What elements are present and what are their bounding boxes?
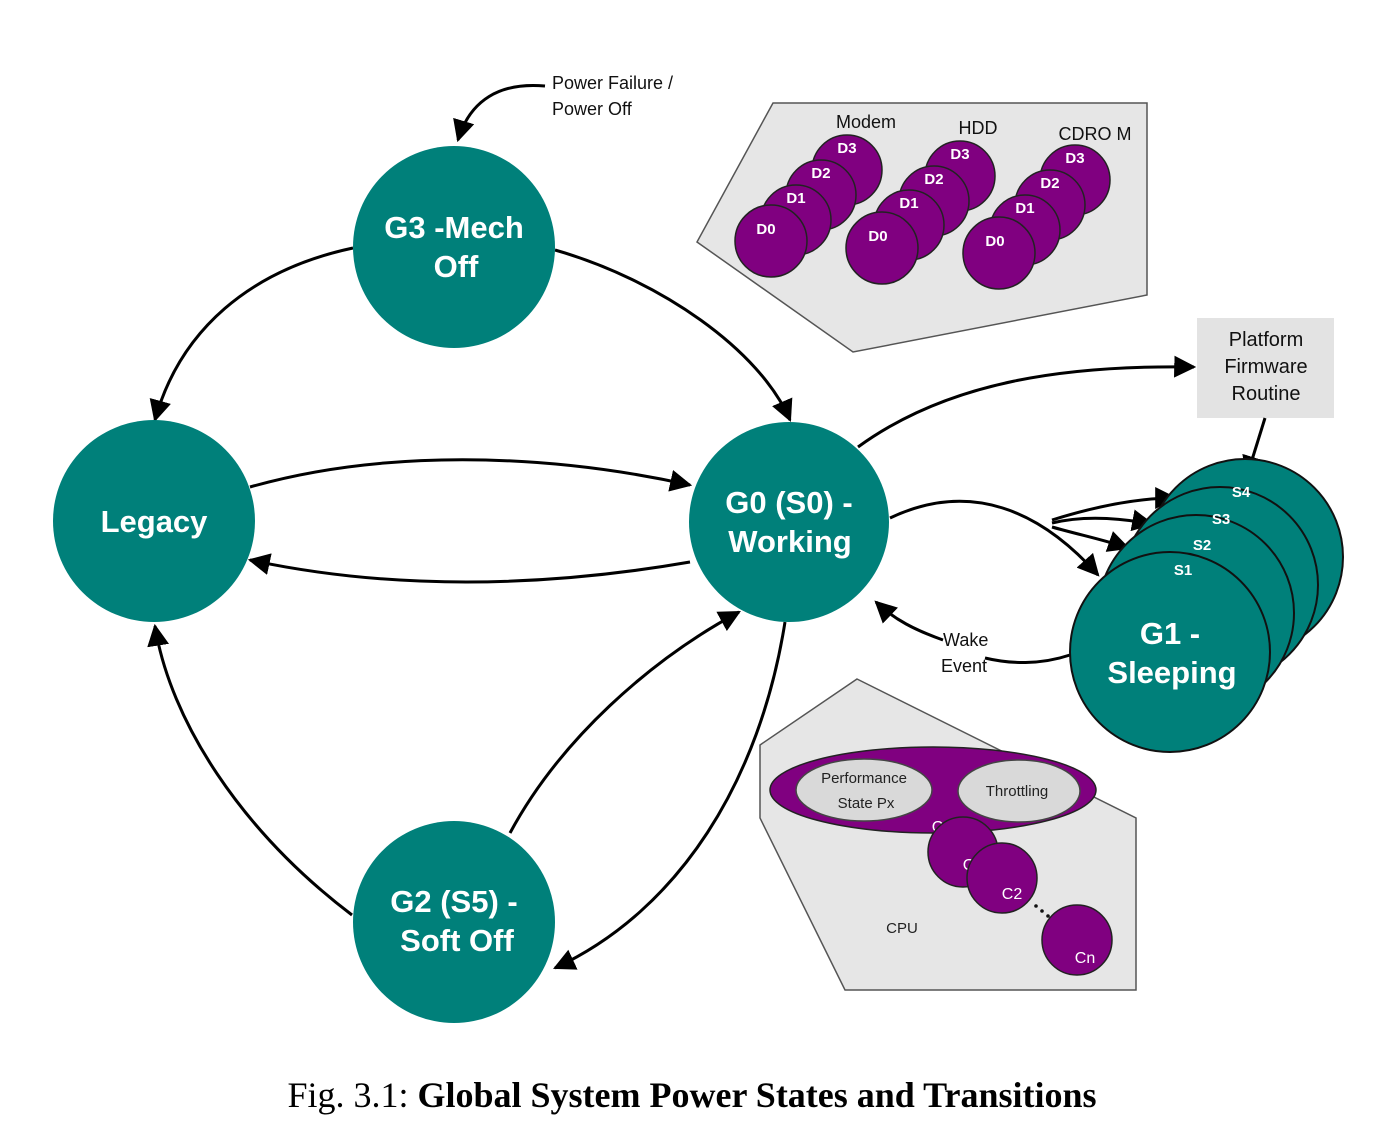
arrow-wake-event-line	[984, 653, 1071, 664]
power-failure-line1: Power Failure /	[552, 73, 673, 93]
firmware-line3: Routine	[1232, 383, 1301, 405]
arrow-g2-to-g0	[508, 610, 741, 834]
hdd-device-states: D3 D2 D1 D0	[845, 140, 996, 285]
modem-device-states: D3 D2 D1 D0	[734, 134, 883, 278]
caption-prefix: Fig. 3.1:	[287, 1075, 418, 1115]
arrow-wake-event-to-g0	[874, 600, 944, 642]
g3-circle	[353, 146, 555, 348]
power-failure-line2: Power Off	[552, 99, 633, 119]
ellipsis-dot	[1040, 909, 1044, 913]
legacy-state: Legacy	[53, 420, 255, 622]
cdrom-device-states: D3 D2 D1 D0	[962, 144, 1111, 290]
cdrom-d3: D3	[1065, 150, 1084, 167]
throttling-label: Throttling	[986, 783, 1049, 800]
wake-event-line1: Wake	[943, 630, 988, 650]
firmware-line2: Firmware	[1224, 356, 1307, 378]
g2-circle	[353, 821, 555, 1023]
hdd-d1: D1	[899, 195, 918, 212]
arrow-g3-to-legacy	[149, 246, 354, 423]
arrow-to-s2	[1051, 525, 1131, 552]
cdrom-label: CDRO M	[1059, 124, 1132, 144]
modem-d3: D3	[837, 140, 856, 157]
g3-label-line2: Off	[434, 249, 479, 284]
g2-soft-off-state: G2 (S5) - Soft Off	[353, 821, 555, 1023]
g2-label-line1: G2 (S5) -	[390, 884, 517, 919]
hdd-d3: D3	[950, 146, 969, 163]
ellipsis-dot	[1034, 904, 1038, 908]
g1-sleeping-stack: S4 S3 S2 S1 G1 - Sleeping	[1069, 458, 1344, 753]
s2-label: S2	[1193, 537, 1211, 554]
g0-label-line1: G0 (S0) -	[725, 485, 852, 520]
g1-label-line1: G1 -	[1140, 616, 1200, 651]
c2-circle	[966, 842, 1038, 914]
throttling-ellipse	[957, 759, 1081, 823]
g3-label-line1: G3 -Mech	[384, 210, 524, 245]
s1-label: S1	[1174, 562, 1192, 579]
transition-arrows	[147, 83, 1267, 970]
modem-d0: D0	[756, 221, 775, 238]
g3-mech-off-state: G3 -Mech Off	[353, 146, 555, 348]
firmware-line1: Platform	[1229, 329, 1303, 351]
s3-label: S3	[1212, 511, 1230, 528]
performance-state-ellipse	[795, 758, 933, 822]
cn-label: Cn	[1075, 950, 1095, 967]
arrow-legacy-to-g0	[249, 458, 693, 492]
g0-circle	[689, 422, 889, 622]
cdrom-d0: D0	[985, 233, 1004, 250]
hdd-d2: D2	[924, 171, 943, 188]
c2-label: C2	[1002, 886, 1023, 903]
arrow-g2-to-legacy	[147, 623, 353, 917]
cn-circle	[1041, 904, 1113, 976]
modem-label: Modem	[836, 112, 896, 132]
arrow-g3-to-g0	[554, 248, 793, 423]
cdrom-d2: D2	[1040, 175, 1059, 192]
arrow-g0-to-g2	[553, 621, 787, 970]
performance-state-line1: Performance	[821, 770, 907, 787]
device-states-panel: Modem HDD CDRO M D3 D2 D1 D0 D3 D2 D1 D0	[696, 102, 1148, 353]
wake-event-line2: Event	[941, 656, 987, 676]
hdd-d0: D0	[868, 228, 887, 245]
g0-label-line2: Working	[728, 524, 851, 559]
g1-label-line2: Sleeping	[1107, 655, 1236, 690]
arrow-to-s4	[1051, 487, 1178, 522]
cdrom-d1: D1	[1015, 200, 1034, 217]
g2-label-line2: Soft Off	[400, 923, 514, 958]
legacy-circle	[53, 420, 255, 622]
s4-label: S4	[1232, 484, 1251, 501]
platform-firmware-routine: Platform Firmware Routine	[1197, 318, 1334, 418]
caption-title: Global System Power States and Transitio…	[417, 1075, 1097, 1115]
power-states-diagram: Modem HDD CDRO M D3 D2 D1 D0 D3 D2 D1 D0	[53, 73, 1344, 1023]
cpu-states-panel: Performance State Px Throttling C0 C1 C2…	[759, 678, 1137, 991]
performance-state-line2: State Px	[838, 795, 895, 812]
figure-caption: Fig. 3.1: Global System Power States and…	[0, 1074, 1384, 1116]
ellipsis-dot	[1046, 914, 1050, 918]
firmware-box	[1197, 318, 1334, 418]
arrow-g0-to-legacy	[247, 553, 691, 584]
s1-g1-circle	[1069, 551, 1271, 753]
arrow-power-failure-to-g3	[453, 83, 546, 143]
modem-d1: D1	[786, 190, 805, 207]
cpu-label: CPU	[886, 920, 918, 937]
arrow-g0-to-s1	[889, 499, 1100, 577]
modem-d2: D2	[811, 165, 830, 182]
hdd-label: HDD	[959, 118, 998, 138]
arrow-to-s3	[1051, 509, 1155, 532]
legacy-label: Legacy	[101, 504, 209, 539]
arrow-g0-to-firmware	[857, 355, 1197, 449]
g0-working-state: G0 (S0) - Working	[689, 422, 889, 622]
